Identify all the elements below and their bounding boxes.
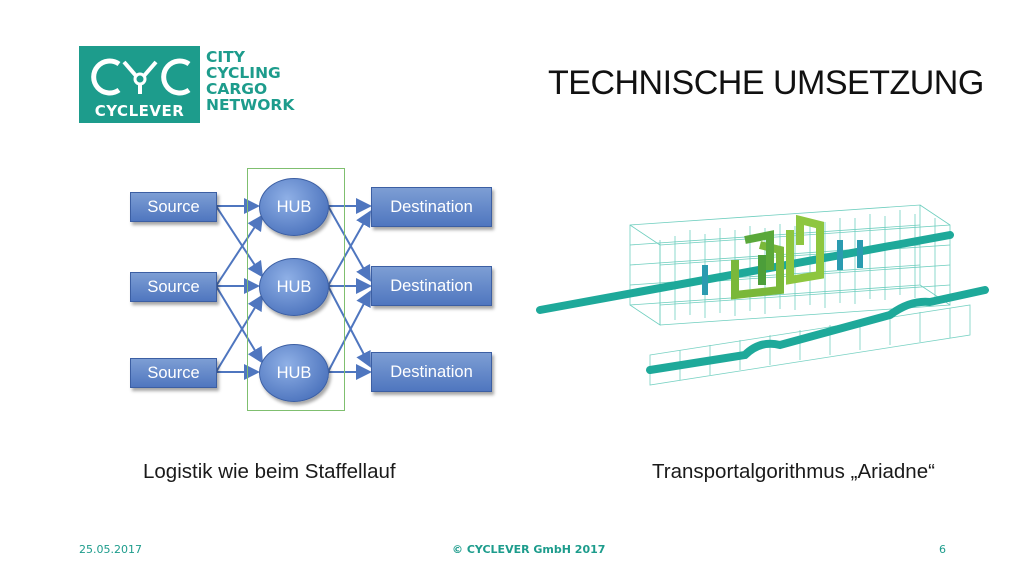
cyclever-logo: CYCLEVER [79,46,200,123]
hub-node: HUB [259,258,329,316]
hub-group-frame [247,168,345,411]
caption-right: Transportalgorithmus „Ariadne“ [652,460,935,483]
page-title: TECHNISCHE UMSETZUNG [548,64,984,102]
logo-wordmark: CYCLEVER [94,102,185,120]
footer-copyright: © CYCLEVER GmbH 2017 [452,543,606,556]
hub-node: HUB [259,178,329,236]
destination-node: Destination [371,266,492,306]
hub-node: HUB [259,344,329,402]
footer-date: 25.05.2017 [79,543,142,556]
tagline-line: CITY [206,48,245,66]
tagline-line: NETWORK [206,96,295,114]
source-node: Source [130,358,217,388]
cyc-logo-mark-icon [91,58,191,96]
destination-node: Destination [371,187,492,227]
source-node: Source [130,272,217,302]
logo-tagline: CITY CYCLING CARGO NETWORK [206,49,294,113]
footer-page-number: 6 [939,543,946,556]
caption-left: Logistik wie beim Staffellauf [143,460,396,483]
source-node: Source [130,192,217,222]
tagline-line: CARGO [206,80,268,98]
tagline-line: CYCLING [206,64,281,82]
ariadne-3d-illustration [536,204,989,386]
destination-node: Destination [371,352,492,392]
